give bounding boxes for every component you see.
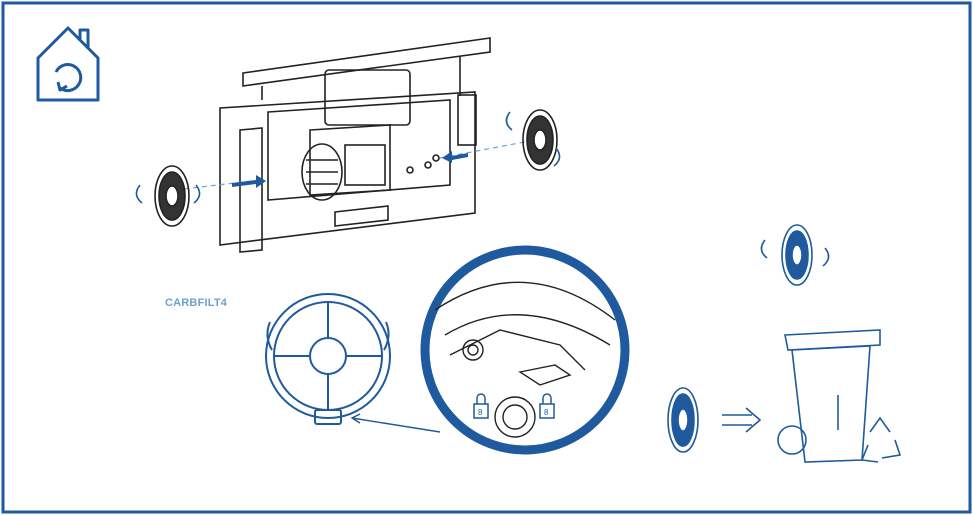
insert-arrow-right bbox=[442, 151, 468, 163]
filter-left-small bbox=[135, 165, 201, 227]
filter-right-small bbox=[505, 109, 561, 171]
filter-removal bbox=[760, 224, 830, 286]
svg-text:8: 8 bbox=[478, 408, 483, 417]
double-arrow-icon bbox=[722, 407, 762, 433]
padlock-icon: 8 bbox=[473, 393, 489, 419]
insertion-guides bbox=[174, 139, 536, 191]
detail-pointer bbox=[350, 413, 441, 433]
recycle-icon bbox=[860, 416, 902, 463]
filter-dispose bbox=[667, 387, 699, 453]
home-refresh-icon bbox=[36, 26, 100, 102]
detail-magnifier bbox=[420, 245, 630, 455]
waste-bin-icon bbox=[777, 329, 881, 463]
svg-text:8: 8 bbox=[544, 408, 549, 417]
insert-arrow-left bbox=[232, 175, 266, 188]
cooker-hood bbox=[219, 37, 491, 253]
filter-model-label: CARBFILT4 bbox=[165, 297, 228, 309]
carbon-filter bbox=[265, 293, 391, 425]
padlock-icon: 8 bbox=[539, 393, 555, 419]
